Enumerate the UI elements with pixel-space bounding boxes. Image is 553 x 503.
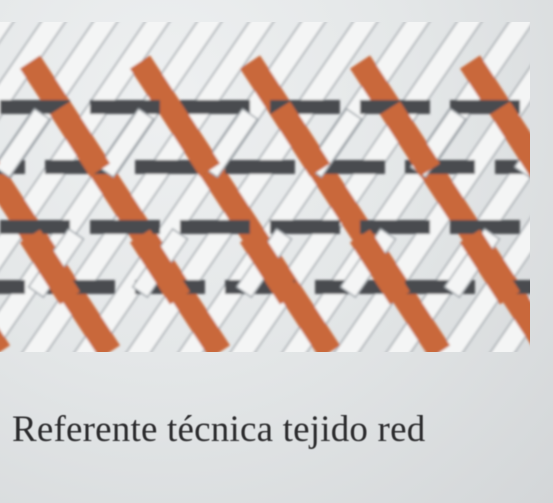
dark-strand <box>90 220 160 234</box>
orange-strand-over <box>269 101 331 177</box>
orange-strand-over <box>49 101 111 177</box>
orange-strand-over <box>159 101 221 177</box>
white-strand-over <box>0 107 51 179</box>
orange-strand-over <box>19 229 81 305</box>
dark-strand <box>180 100 250 114</box>
orange-strand-over <box>489 101 530 177</box>
dark-strand <box>180 220 250 234</box>
figure-caption: Referente técnica tejido red <box>12 409 426 450</box>
orange-strand-over <box>349 229 411 305</box>
dark-strand <box>540 220 553 234</box>
dark-strand <box>540 100 553 114</box>
white-strand <box>0 22 15 43</box>
dark-strand <box>315 160 385 174</box>
dark-strand <box>0 280 25 294</box>
dark-strand <box>270 220 340 234</box>
dark-strand <box>0 100 70 114</box>
weave-pattern-illustration <box>0 22 553 352</box>
dark-strand <box>360 220 430 234</box>
dark-strand <box>135 160 205 174</box>
dark-strand <box>90 100 160 114</box>
white-strand-over <box>549 229 553 297</box>
white-strand <box>489 293 530 352</box>
dark-strand <box>0 220 70 234</box>
dark-strand <box>225 160 295 174</box>
orange-strand-over <box>459 229 521 305</box>
white-strand <box>437 217 530 352</box>
orange-strand-over <box>129 229 191 305</box>
orange-strand-over <box>379 101 441 177</box>
dark-strand <box>450 220 520 234</box>
orange-strand-over <box>239 229 301 305</box>
orange-strand <box>0 330 11 352</box>
white-strand-over <box>97 107 155 179</box>
